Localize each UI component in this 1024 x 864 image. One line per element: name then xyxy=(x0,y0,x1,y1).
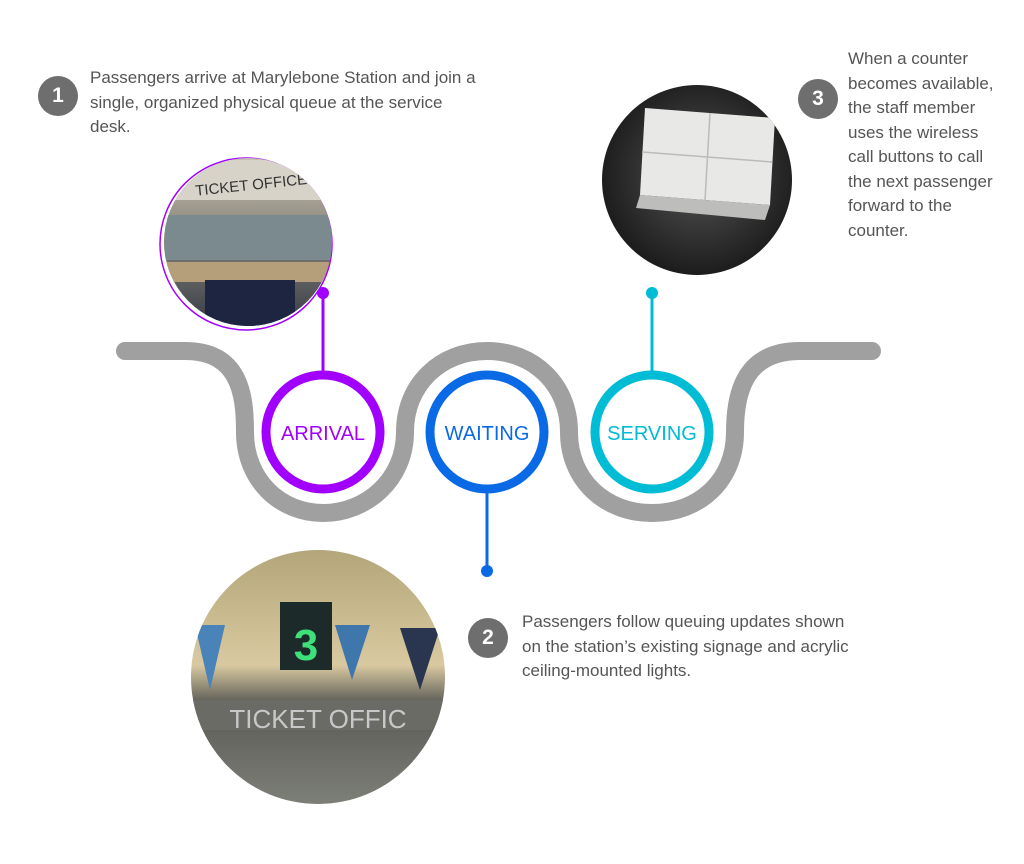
ceiling-sign-number-3-photo: 3 TICKET OFFIC xyxy=(191,550,445,804)
step-2-description: Passengers follow queuing updates shown … xyxy=(522,612,849,680)
svg-text:3: 3 xyxy=(294,621,318,670)
serving-connector-dot xyxy=(646,287,658,299)
step-2-badge: 2 xyxy=(468,618,508,658)
arrival-ring xyxy=(261,370,385,494)
step-3-badge: 3 xyxy=(798,79,838,119)
svg-text:TICKET OFFIC: TICKET OFFIC xyxy=(229,704,406,734)
serving-ring xyxy=(590,370,714,494)
step-1-description: Passengers arrive at Marylebone Station … xyxy=(90,68,476,136)
waiting-ring xyxy=(425,370,549,494)
arrival-label: ARRIVAL xyxy=(281,423,365,445)
waiting-connector-dot xyxy=(481,565,493,577)
wireless-call-button-photo xyxy=(602,85,792,275)
step-3-description: When a counter becomes available, the st… xyxy=(848,49,994,240)
arrival-connector-dot xyxy=(317,287,329,299)
waiting-label: WAITING xyxy=(445,423,530,445)
step-1-badge: 1 xyxy=(38,76,78,116)
queue-path xyxy=(116,341,881,523)
serving-label: SERVING xyxy=(607,423,697,445)
ticket-office-counter-photo: TICKET OFFICE xyxy=(159,157,333,331)
